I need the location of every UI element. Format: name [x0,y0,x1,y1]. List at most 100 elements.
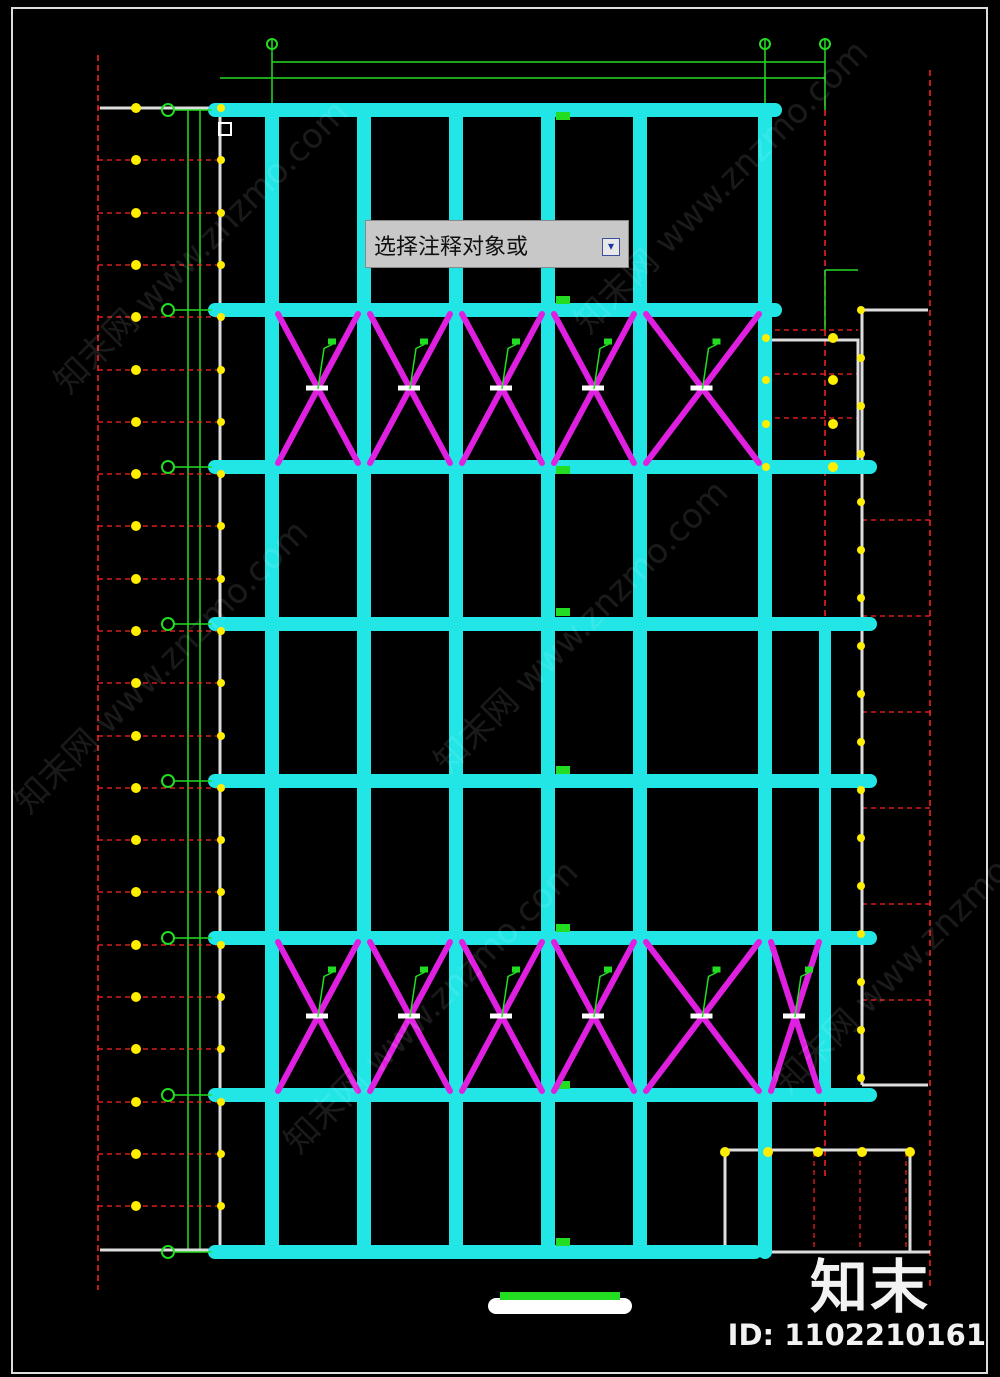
watermark-logo: 知末 [809,1253,930,1321]
brace-leader [701,343,718,390]
frame-node [217,679,225,687]
brace-leader-mark [712,338,721,345]
annex-node [720,1147,730,1157]
frame-node [217,1150,225,1158]
brace-leader [501,343,517,390]
brace-tag [582,1013,604,1019]
annex-node [857,642,865,650]
brace-leader [701,971,718,1018]
brace-tag [306,385,328,391]
left-frame [100,106,222,1252]
row-axis-circle [161,931,175,945]
axis-node [131,260,141,270]
beam-label-mark [556,296,570,304]
brace-leader [794,971,810,1018]
frame-node [217,732,225,740]
brace-leader-mark [328,338,336,345]
row-axis-circle [161,774,175,788]
annex-node [857,834,865,842]
beam-label-mark [556,466,570,474]
brace-tag [490,1013,512,1019]
annex-node [857,978,865,986]
command-prompt-tooltip: 选择注释对象或 ▾ [365,220,629,268]
brace-leader-mark [512,338,520,345]
annex-node [857,930,865,938]
frame-node [217,313,225,321]
row-axis-circle [161,617,175,631]
brace-leader [593,343,609,390]
drawing-border [11,7,988,1374]
annex-node [828,462,838,472]
frame-node [217,941,225,949]
annex-node [828,419,838,429]
brace-tag [690,1013,713,1019]
axis-node [131,678,141,688]
frame-node [217,836,225,844]
annex-node [762,420,770,428]
left-axis-ticks [98,107,930,1252]
command-prompt-text: 选择注释对象或 [374,235,529,260]
brace-tag [690,385,713,391]
beam-label-mark [556,608,570,616]
bottom-scale-bar [488,1298,632,1314]
axis-node [131,417,141,427]
beam-grid [208,103,877,1259]
brace-tag [398,1013,420,1019]
right-axis-grid [824,70,931,1290]
axis-node [131,469,141,479]
axis-node [131,940,141,950]
annex-node [762,334,770,342]
axis-node [131,1201,141,1211]
row-axis-circle [161,1088,175,1102]
axis-node [131,521,141,531]
beam-label-mark [556,766,570,774]
frame-node [217,104,225,112]
brace-tag [398,385,420,391]
brace-tag [783,1013,805,1019]
annex-node [857,882,865,890]
brace-leader-mark [420,966,428,973]
brace-leader-mark [604,966,612,973]
axis-node [131,155,141,165]
watermark-id: ID: 1102210161 [727,1318,986,1352]
annex-node [857,1026,865,1034]
beam-label-mark [556,1238,570,1246]
grid-nodes [131,103,915,1211]
row-axis-circle [161,460,175,474]
brace-leader [317,971,333,1018]
axis-node [131,626,141,636]
frame-node [217,993,225,1001]
axis-node [131,992,141,1002]
cross-bracing [275,311,822,1094]
frame-node [217,522,225,530]
brace-leader [317,343,333,390]
axis-node [131,365,141,375]
axis-node [131,1149,141,1159]
annex-node [857,594,865,602]
frame-node [217,470,225,478]
axis-node [131,835,141,845]
annex-node [762,376,770,384]
brace-leader-mark [712,966,721,973]
annex-node [857,690,865,698]
beam-label-mark [556,1081,570,1089]
axis-node [131,1097,141,1107]
frame-node [217,1202,225,1210]
dimension-lines [187,40,858,1252]
annex-node [857,1147,867,1157]
annex-node [857,402,865,410]
dropdown-arrow-icon[interactable]: ▾ [602,238,620,256]
annex-node [857,354,865,362]
axis-node [131,1044,141,1054]
bottom-scale-bar-green [500,1292,620,1300]
brace-leader-mark [512,966,520,973]
beam-label-mark [556,112,570,120]
annex-node [857,306,865,314]
brace-leader-mark [805,966,813,973]
brace-leader [593,971,609,1018]
brace-tag [306,1013,328,1019]
row-axis-circle [161,303,175,317]
annex-node [857,1074,865,1082]
